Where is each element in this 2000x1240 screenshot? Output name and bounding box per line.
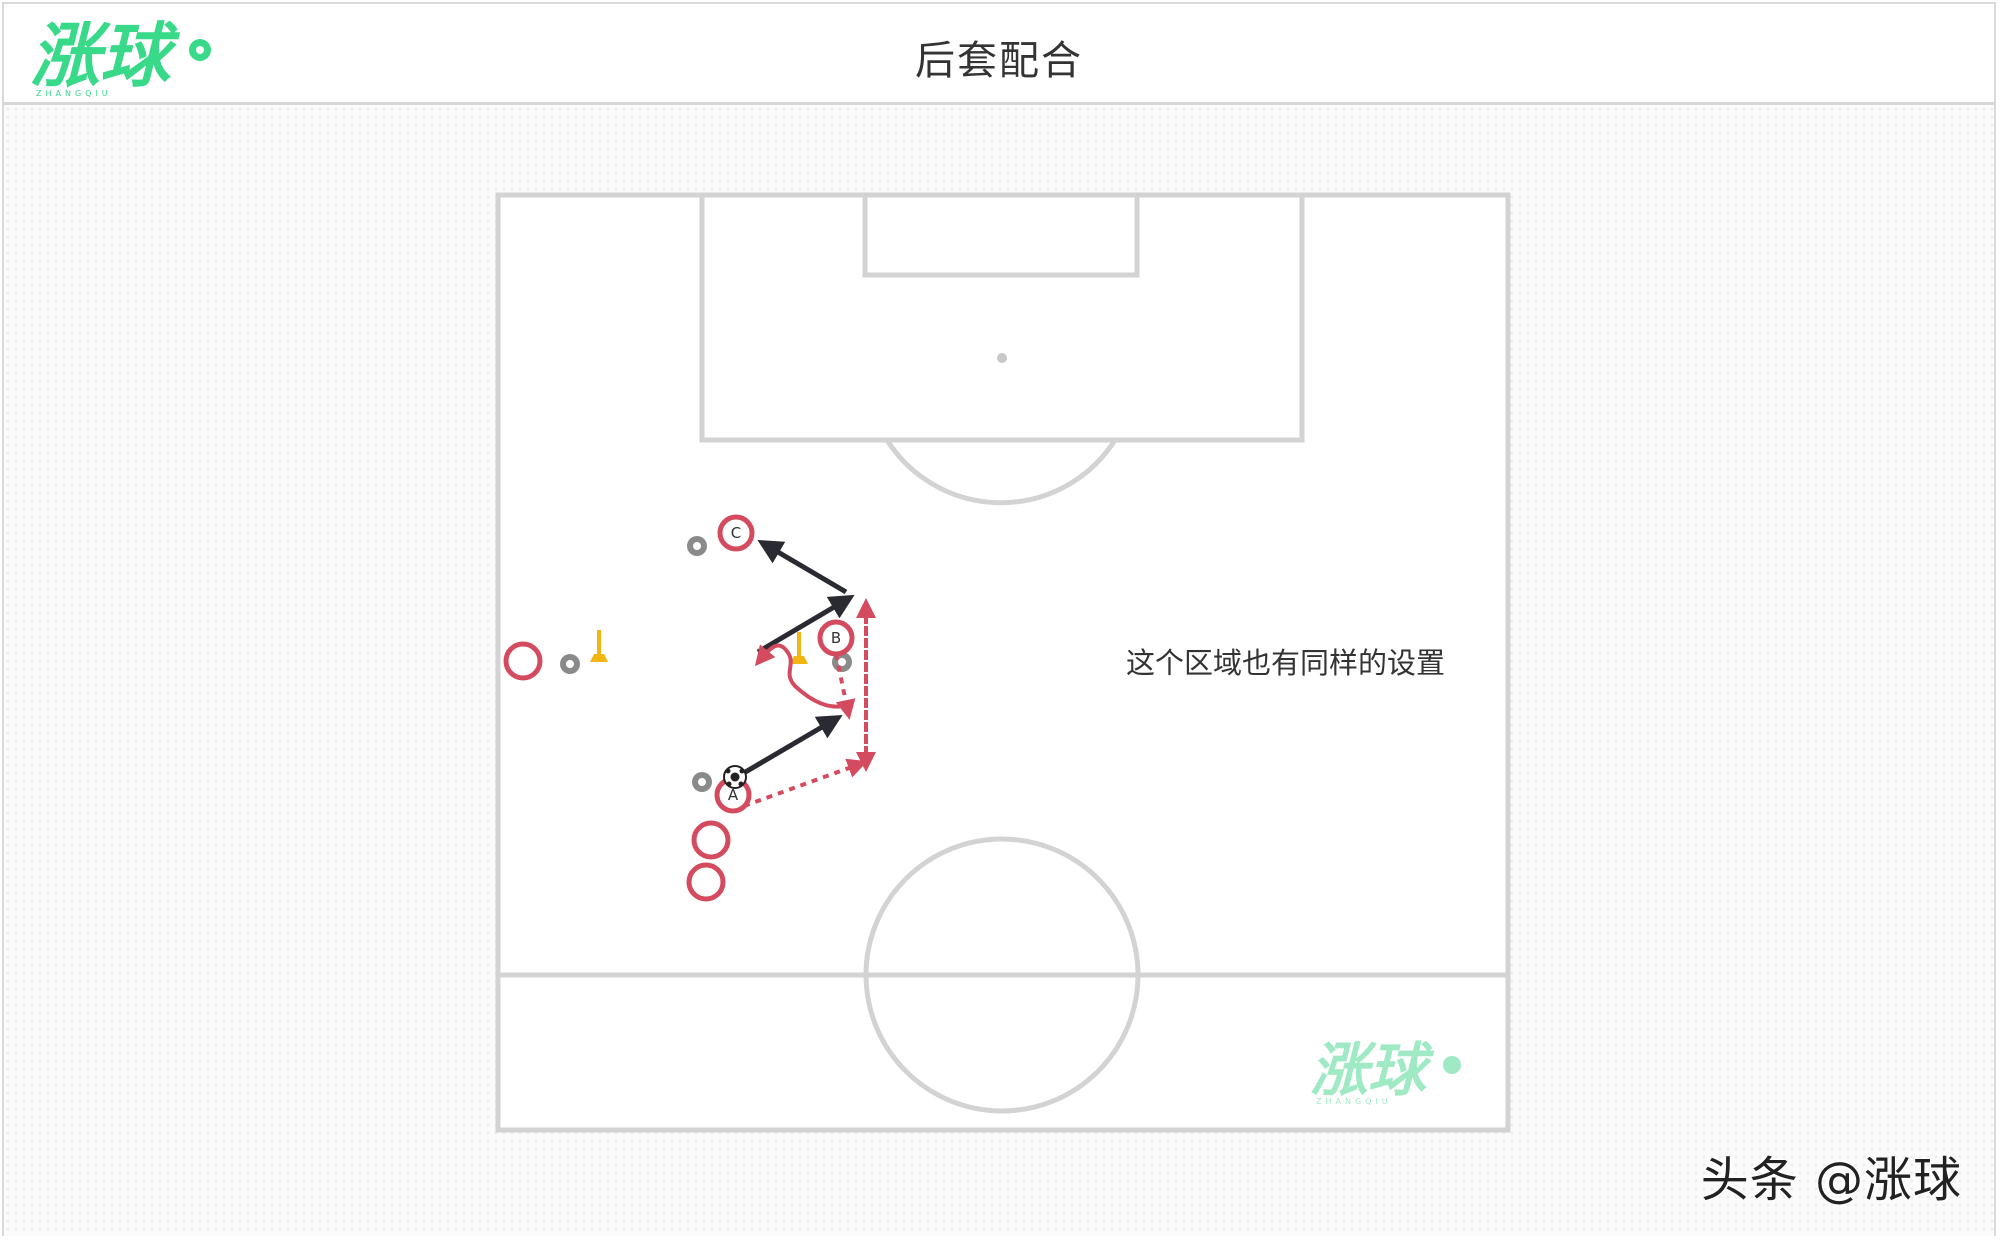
player-left-wing bbox=[503, 641, 543, 681]
player-labels: C B A bbox=[728, 524, 841, 804]
cones bbox=[590, 630, 808, 664]
ball-icon bbox=[723, 765, 747, 789]
logo-subtext: ZHANGQIU bbox=[36, 89, 112, 98]
page-title: 后套配合 bbox=[915, 38, 1083, 84]
dribble-arrow bbox=[754, 643, 851, 709]
pass-lines bbox=[740, 539, 855, 777]
cone-icon bbox=[790, 632, 808, 664]
goal-area bbox=[862, 192, 1140, 278]
run-lines bbox=[743, 598, 876, 808]
penalty-spot bbox=[997, 353, 1007, 363]
diagram-note: 这个区域也有同样的设置 bbox=[1126, 646, 1445, 680]
watermark-subtext: ZHANGQIU bbox=[1316, 1097, 1392, 1106]
penalty-arc bbox=[884, 438, 1118, 506]
player-b bbox=[817, 619, 855, 657]
pass-arrow-a-to-b bbox=[740, 714, 843, 777]
watermark: 涨球 ZHANGQIU bbox=[1310, 1036, 1461, 1106]
pass-arrow-to-c bbox=[757, 539, 848, 595]
pass-arrow-up bbox=[756, 594, 855, 655]
cone-icon bbox=[590, 630, 608, 662]
player-queue-2 bbox=[686, 862, 726, 902]
run-arrow-a bbox=[743, 758, 868, 808]
player-label-b: B bbox=[831, 629, 841, 647]
player-label-a: A bbox=[728, 786, 739, 804]
header-bar: 涨球 ZHANGQIU 后套配合 bbox=[4, 4, 1994, 105]
player-label-c: C bbox=[731, 524, 741, 542]
logo-text: 涨球 bbox=[30, 15, 181, 97]
ball-icon-center bbox=[196, 46, 204, 54]
watermark-text: 涨球 bbox=[1310, 1036, 1435, 1104]
pitch bbox=[495, 192, 1511, 1133]
run-arrow-b bbox=[834, 653, 856, 720]
marker-dots bbox=[560, 536, 852, 792]
player-queue-1 bbox=[691, 820, 731, 860]
player-c bbox=[717, 514, 755, 552]
source-credit: 头条 @涨球 bbox=[1700, 1152, 1962, 1208]
watermark-ball-icon bbox=[1443, 1056, 1461, 1074]
center-circle bbox=[863, 836, 1141, 1114]
brand-logo: 涨球 ZHANGQIU bbox=[30, 15, 211, 98]
